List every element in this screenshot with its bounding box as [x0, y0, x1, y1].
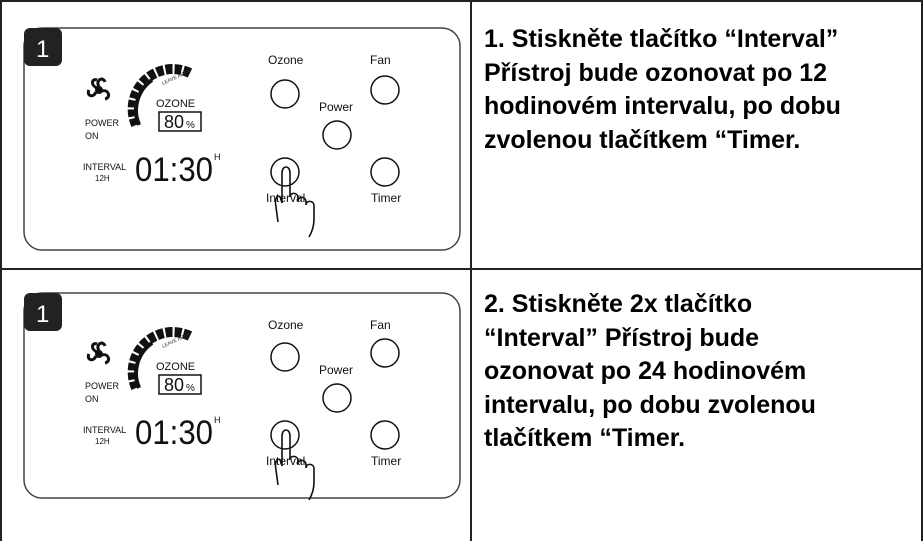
step-badge: [24, 28, 62, 66]
ozone-percent-unit: %: [186, 383, 195, 394]
step-badge-number: 1: [36, 301, 49, 328]
description-line: “Interval” Přístroj bude: [484, 323, 760, 352]
interval-button[interactable]: [270, 420, 300, 450]
power-button-label: Power: [319, 100, 353, 114]
ozone-level-arc: [127, 64, 193, 127]
timer-unit: H: [214, 415, 221, 425]
step-description: 2. Stiskněte 2x tlačítko “Interval” Přís…: [484, 288, 914, 456]
panel-outline: [23, 292, 461, 499]
fan-icon: [86, 77, 111, 101]
power-button[interactable]: [322, 120, 352, 150]
interval-value: 12H: [95, 437, 110, 446]
table-column-divider: [470, 0, 472, 541]
timer-button-label: Timer: [371, 191, 401, 205]
fan-icon: [86, 341, 111, 365]
fan-button[interactable]: [370, 75, 400, 105]
description-line: intervalu, po dobu zvolenou: [484, 390, 816, 419]
control-panel-diagram: 1 LEAVE AREA OZONE 80 % POWER ON INTERVA…: [23, 27, 461, 251]
interval-label: INTERVAL: [83, 162, 126, 172]
interval-value: 12H: [95, 174, 110, 183]
fan-button-label: Fan: [370, 53, 391, 67]
table-row-divider: [0, 268, 923, 270]
timer-display: 01:30: [135, 414, 213, 452]
percent-box: [158, 111, 202, 132]
pressing-hand-icon: [274, 429, 315, 501]
table-border-top: [0, 0, 923, 2]
ozone-button[interactable]: [270, 79, 300, 109]
description-line: Přístroj bude ozonovat po 12: [484, 58, 828, 87]
step-badge: [24, 293, 62, 331]
ozone-button[interactable]: [270, 342, 300, 372]
table-border-right: [921, 0, 923, 541]
power-label: POWER: [85, 118, 120, 128]
step-badge-number: 1: [36, 36, 49, 63]
ozone-level-arc: [127, 327, 193, 390]
ozone-percent-value: 80: [164, 375, 184, 395]
ozone-percent-unit: %: [186, 120, 195, 131]
interval-label: INTERVAL: [83, 425, 126, 435]
ozone-percent-value: 80: [164, 112, 184, 132]
description-line: tlačítkem “Timer.: [484, 424, 686, 452]
power-button[interactable]: [322, 383, 352, 413]
description-line: 2. Stiskněte 2x tlačítko: [484, 290, 753, 318]
ozone-button-label: Ozone: [268, 318, 304, 332]
interval-button[interactable]: [270, 157, 300, 187]
ozone-button-label: Ozone: [268, 53, 304, 67]
ozone-label: OZONE: [156, 361, 195, 373]
table-border-left: [0, 0, 2, 541]
timer-button[interactable]: [370, 157, 400, 187]
timer-display: 01:30: [135, 151, 213, 189]
timer-button[interactable]: [370, 420, 400, 450]
step-description: 1. Stiskněte tlačítko “Interval” Přístro…: [484, 23, 914, 157]
ozone-label: OZONE: [156, 98, 195, 110]
description-line: zvolenou tlačítkem “Timer.: [484, 125, 801, 154]
description-line: hodinovém intervalu, po dobu: [484, 92, 841, 120]
timer-button-label: Timer: [371, 454, 401, 468]
fan-button[interactable]: [370, 338, 400, 368]
power-state: ON: [85, 394, 99, 404]
pressing-hand-icon: [274, 166, 315, 238]
description-line: ozonovat po 24 hodinovém: [484, 357, 807, 385]
percent-box: [158, 374, 202, 395]
description-line: 1. Stiskněte tlačítko “Interval”: [484, 25, 839, 53]
panel-outline: [23, 27, 461, 251]
control-panel-diagram: 1 LEAVE AREA OZONE 80 % POWER ON INTERVA…: [23, 292, 461, 516]
fan-button-label: Fan: [370, 318, 391, 332]
timer-unit: H: [214, 152, 221, 162]
power-button-label: Power: [319, 363, 353, 377]
power-label: POWER: [85, 381, 120, 391]
power-state: ON: [85, 131, 99, 141]
